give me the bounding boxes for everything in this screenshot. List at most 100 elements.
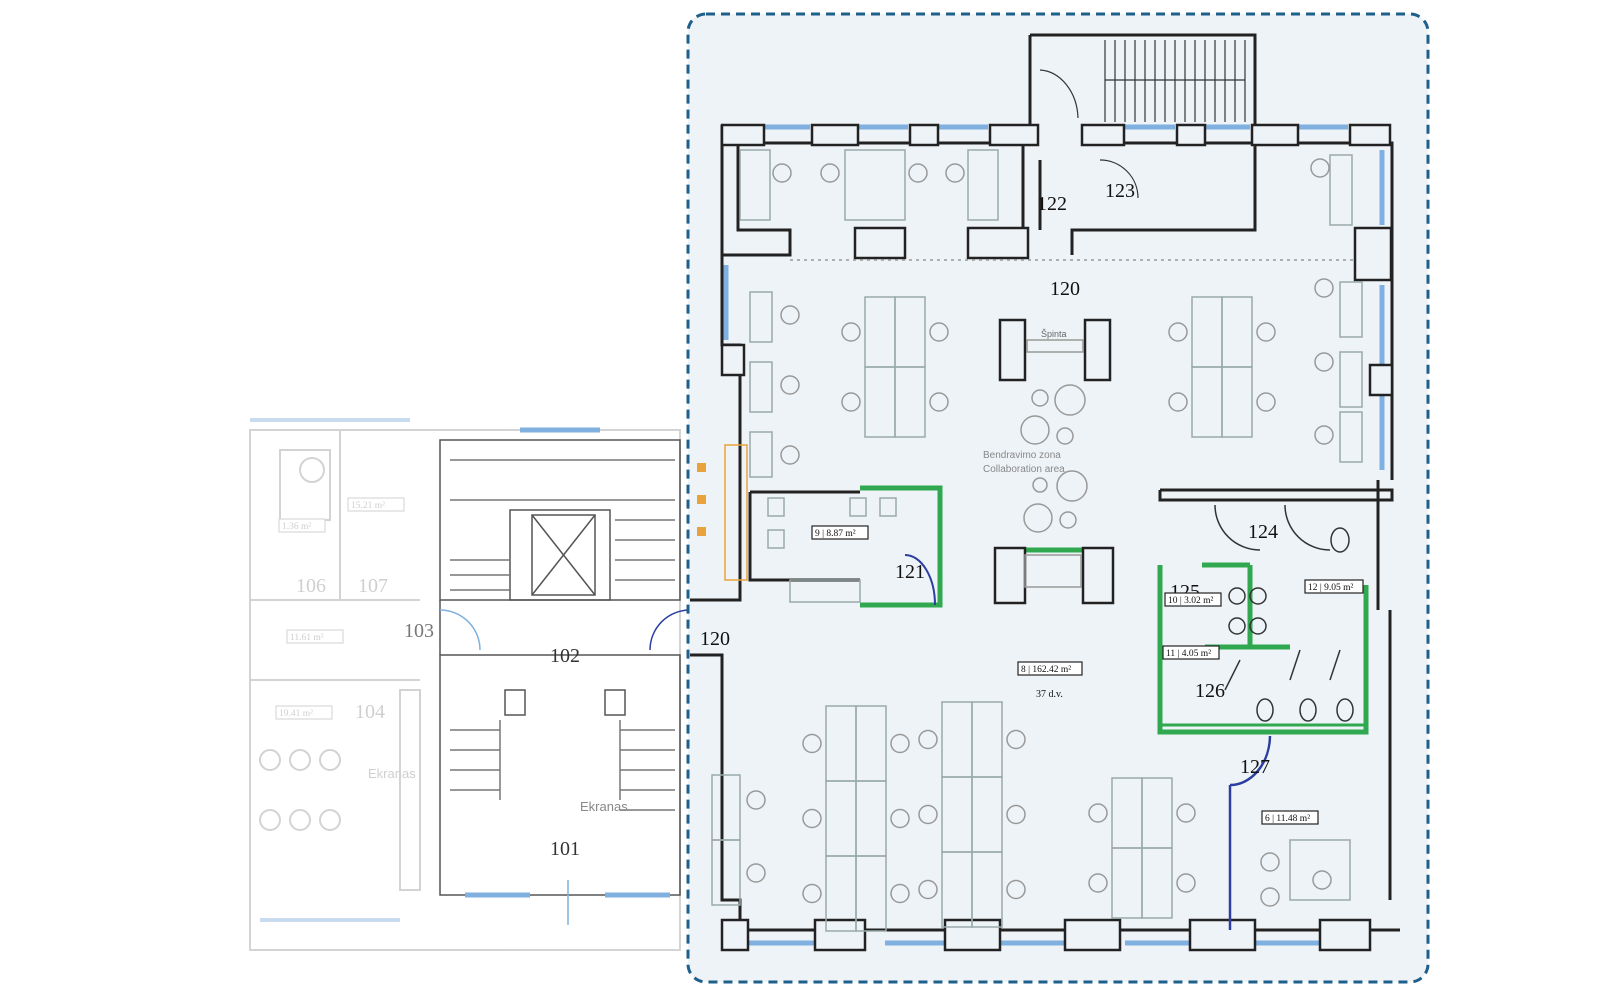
chair <box>820 163 840 183</box>
chair <box>1088 873 1108 893</box>
area-tag-a8: 8 | 162.42 m² <box>1017 661 1083 676</box>
desk <box>1339 411 1363 463</box>
chair <box>780 445 800 465</box>
chair <box>1168 322 1188 342</box>
chair <box>1260 852 1280 872</box>
chair <box>890 733 910 754</box>
desk <box>844 149 906 221</box>
chair <box>1176 803 1196 823</box>
desk <box>789 579 861 603</box>
chair <box>1088 803 1108 823</box>
label-collab-en: Collaboration area <box>983 464 1065 475</box>
desk <box>767 529 785 549</box>
label-collab-lt: Bendravimo zona <box>983 450 1061 461</box>
room-label-123: 123 <box>1105 180 1135 202</box>
desk <box>879 497 897 517</box>
chair <box>802 883 822 904</box>
desk <box>767 497 785 517</box>
lobby-and-stairs <box>439 427 691 925</box>
desk <box>971 851 1003 928</box>
desk <box>849 497 867 517</box>
workstations <box>711 149 1363 932</box>
chair <box>841 322 861 342</box>
area-tag-a6: 6 | 11.48 m² <box>1261 810 1319 825</box>
collaboration-furniture <box>993 318 1115 605</box>
desk <box>739 149 771 221</box>
chair <box>1256 392 1276 412</box>
area-tag-text: 1.36 m² <box>282 522 311 532</box>
area-tag-text: 10 | 3.02 m² <box>1168 596 1214 606</box>
kitchen-counter <box>697 444 748 581</box>
area-tag-a11: 11 | 4.05 m² <box>1162 645 1220 660</box>
chair <box>945 163 965 183</box>
chair <box>841 392 861 412</box>
chair <box>1256 322 1276 342</box>
area-tag-text: 9 | 8.87 m² <box>815 529 856 539</box>
room-label-103: 103 <box>404 620 434 642</box>
room-label-120: 120 <box>700 628 730 650</box>
area-tag-text: 12 | 9.05 m² <box>1308 583 1354 593</box>
label-spinta: Špinta <box>1041 329 1067 339</box>
chair <box>1314 352 1334 372</box>
chair <box>1314 425 1334 445</box>
desk <box>749 431 773 478</box>
chair <box>746 863 766 883</box>
chair <box>772 163 792 183</box>
room-label-104: 104 <box>355 701 385 723</box>
area-tag-f4: 19.41 m² <box>275 705 333 720</box>
door-127[interactable] <box>1228 735 1272 930</box>
desk <box>967 149 999 221</box>
room-label-122: 122 <box>1037 193 1067 215</box>
chair <box>746 790 766 810</box>
area-tag-text: 15.21 m² <box>351 501 385 511</box>
desk <box>855 855 887 932</box>
chair <box>780 305 800 325</box>
desk <box>1289 839 1351 901</box>
desk <box>749 361 773 413</box>
chair <box>1006 729 1026 750</box>
area-tag-f3: 11.61 m² <box>286 629 344 644</box>
desk <box>1329 154 1353 226</box>
room-label-106: 106 <box>296 575 326 597</box>
desk <box>1141 847 1173 919</box>
chair <box>1310 158 1330 178</box>
area-tag-text: 19.41 m² <box>279 709 313 719</box>
chair <box>890 808 910 829</box>
area-tag-text: 11.61 m² <box>290 633 324 643</box>
area-tag-text: 6 | 11.48 m² <box>1265 814 1310 824</box>
area-tag-f2: 1.36 m² <box>278 518 326 533</box>
area-tag-text: 8 | 162.42 m² <box>1021 665 1071 675</box>
room-label-102: 102 <box>550 645 580 667</box>
desk <box>711 839 741 906</box>
room-label-101: 101 <box>550 838 580 860</box>
chair <box>1006 879 1026 900</box>
label-ekranas-1: Ekranas <box>580 799 628 814</box>
area-tag-a9: 9 | 8.87 m² <box>811 525 869 540</box>
sanitary-fixtures <box>1214 504 1354 722</box>
top-staircase <box>1039 40 1246 199</box>
area-tag-sub: 37 d.v. <box>1036 689 1063 700</box>
area-tag-a12: 12 | 9.05 m² <box>1304 579 1364 594</box>
chair <box>929 392 949 412</box>
chair <box>802 808 822 829</box>
chair <box>1006 804 1026 825</box>
chair <box>802 733 822 754</box>
room-label-121: 121 <box>895 561 925 583</box>
chair <box>1314 278 1334 298</box>
chair <box>1312 870 1332 890</box>
chair <box>1176 873 1196 893</box>
area-tag-text: 11 | 4.05 m² <box>1166 649 1211 659</box>
label-ekranas-2: Ekranas <box>368 766 416 781</box>
chair <box>1168 392 1188 412</box>
glass-partitions <box>860 485 1369 735</box>
chair <box>1260 887 1280 907</box>
chair <box>918 729 938 750</box>
chair <box>929 322 949 342</box>
door-121[interactable] <box>904 554 936 606</box>
desk <box>894 366 926 438</box>
area-tag-f1: 15.21 m² <box>347 497 405 512</box>
desk <box>1339 281 1363 338</box>
room-label-124: 124 <box>1248 521 1278 543</box>
round-tables <box>1020 339 1088 588</box>
chair <box>890 883 910 904</box>
